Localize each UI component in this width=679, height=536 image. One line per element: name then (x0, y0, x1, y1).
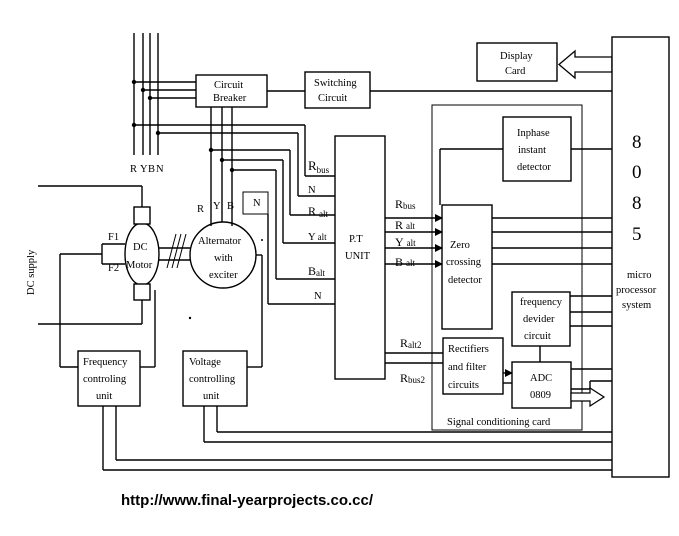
phase-label-y: Y (140, 164, 148, 175)
dc-motor-line1: DC (133, 242, 148, 253)
rectifiers-line1: Rectifiers (448, 344, 489, 355)
rectifiers-line2: and filter (448, 362, 487, 373)
rectifiers-line3: circuits (448, 380, 479, 391)
phase-label-r: R (130, 164, 137, 175)
motor-top-brush (133, 206, 151, 225)
pt-out-ralt2: Ralt2 (400, 336, 422, 350)
pt-unit-box (334, 135, 386, 380)
pt-in-balt: Balt (308, 264, 326, 278)
inphase-line2: instant (518, 145, 546, 156)
volt-control-line2: controlling (189, 374, 236, 385)
voltage-controlling-unit-box (182, 350, 248, 407)
chip-digit-3: 8 (632, 193, 642, 214)
alternator-line1: Alternator (198, 236, 242, 247)
micro-label-3: system (622, 300, 651, 311)
freq-divider-line3: circuit (524, 331, 551, 342)
motor-bottom-brush (133, 283, 151, 301)
signal-conditioning-card-box (431, 104, 583, 431)
pt-out-rbus: Rbus (395, 197, 416, 211)
pt-input-wires (208, 147, 335, 305)
alt-terminal-y: Y (213, 201, 221, 212)
pt-in-n1: N (308, 185, 316, 196)
freq-divider-line1: frequency (520, 297, 563, 308)
display-card-line2: Card (505, 66, 526, 77)
adc-box (511, 361, 572, 409)
circuit-breaker-line2: Breaker (213, 93, 247, 104)
source-url: http://www.final-yearprojects.co.cc/ (121, 492, 374, 509)
adc-line2: 0809 (530, 390, 551, 401)
display-card-box (476, 42, 558, 82)
chip-digit-1: 8 (632, 132, 642, 153)
microprocessor-box (611, 36, 670, 478)
phase-label-n: N (156, 164, 164, 175)
shaft-coupling (159, 233, 190, 269)
inphase-detector-box (502, 116, 572, 182)
alt-terminal-n: N (253, 198, 261, 209)
inphase-line1: Inphase (517, 128, 550, 139)
dc-motor-line2: Motor (126, 260, 153, 271)
freq-control-line3: unit (96, 391, 112, 402)
switching-circuit-box (304, 71, 371, 109)
rectifiers-box (442, 337, 504, 395)
pt-in-n2: N (314, 291, 322, 302)
freq-control-line2: controling (83, 374, 127, 385)
f2-label: F2 (108, 263, 119, 274)
volt-control-line3: unit (203, 391, 219, 402)
chip-digit-2: 0 (632, 162, 642, 183)
pt-in-rbus: Rbus (308, 158, 330, 175)
pt-out-rbus2: Rbus2 (400, 371, 425, 385)
phase-label-b: B (148, 164, 155, 175)
pt-unit-line1: P.T (349, 234, 363, 245)
dc-motor-body (124, 222, 160, 286)
f1-label: F1 (108, 232, 119, 243)
micro-label-1: micro (627, 270, 652, 281)
pt-unit-line2: UNIT (345, 251, 371, 262)
frequency-controlling-unit-box (77, 350, 141, 407)
alt-terminal-b: B (227, 201, 234, 212)
circuit-breaker-line1: Circuit (214, 80, 243, 91)
chip-digit-4: 5 (632, 224, 642, 245)
inphase-line3: detector (517, 162, 551, 173)
pt-output-wires (385, 214, 443, 364)
frequency-divider-box (511, 291, 571, 347)
bus-lines (131, 33, 335, 197)
alternator-line3: exciter (209, 270, 238, 281)
alt-terminal-r: R (197, 204, 204, 215)
alternator-line2: with (214, 253, 233, 264)
display-card-line1: Display (500, 51, 533, 62)
display-arrow (557, 49, 613, 80)
switching-circuit-line1: Switching (314, 78, 357, 89)
zero-crossing-box (441, 204, 493, 330)
switching-circuit-line2: Circuit (318, 93, 347, 104)
micro-label-2: processor (616, 285, 657, 296)
dc-supply-label: DC supply (26, 249, 37, 295)
zero-crossing-line2: crossing (446, 257, 482, 268)
signal-card-label: Signal conditioning card (447, 417, 551, 428)
volt-control-line1: Voltage (189, 357, 221, 368)
zero-crossing-line3: detector (448, 275, 482, 286)
freq-control-line1: Frequency (83, 357, 128, 368)
alt-n-box (242, 191, 269, 215)
freq-divider-line2: devider (523, 314, 555, 325)
zero-crossing-line1: Zero (450, 240, 470, 251)
adc-line1: ADC (530, 373, 552, 384)
feedback-lines (102, 406, 612, 471)
